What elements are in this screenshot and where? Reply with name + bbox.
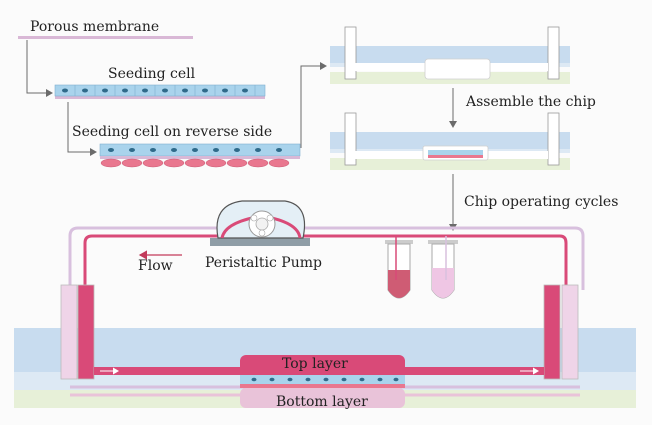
step-arrow-1	[26, 40, 53, 97]
chip-assembled	[330, 112, 570, 170]
label-flow: Flow	[138, 258, 173, 274]
porous-membrane-strip	[18, 36, 193, 39]
bottom-channel	[240, 388, 405, 408]
label-seeding-cell: Seeding cell	[108, 66, 196, 82]
label-top-layer: Top layer	[282, 356, 348, 372]
step-arrow-2	[67, 102, 97, 156]
label-chip-operating-cycles: Chip operating cycles	[464, 194, 619, 210]
right-columns	[543, 284, 579, 380]
label-bottom-layer: Bottom layer	[276, 394, 368, 410]
step-arrow-3	[300, 62, 327, 148]
label-peristaltic-pump: Peristaltic Pump	[205, 255, 322, 271]
top-channel	[94, 355, 544, 375]
membrane-cells	[240, 375, 405, 388]
reservoir-red	[385, 236, 413, 299]
chip-parts	[330, 26, 570, 84]
left-columns	[60, 284, 95, 380]
peristaltic-pump	[210, 200, 310, 246]
seeded-membrane	[54, 84, 266, 99]
label-assemble-chip: Assemble the chip	[466, 94, 596, 110]
label-porous-membrane: Porous membrane	[30, 19, 160, 35]
label-seeding-cell-reverse: Seeding cell on reverse side	[72, 124, 273, 140]
double-seeded-membrane	[99, 143, 301, 168]
reservoir-light	[428, 236, 458, 299]
